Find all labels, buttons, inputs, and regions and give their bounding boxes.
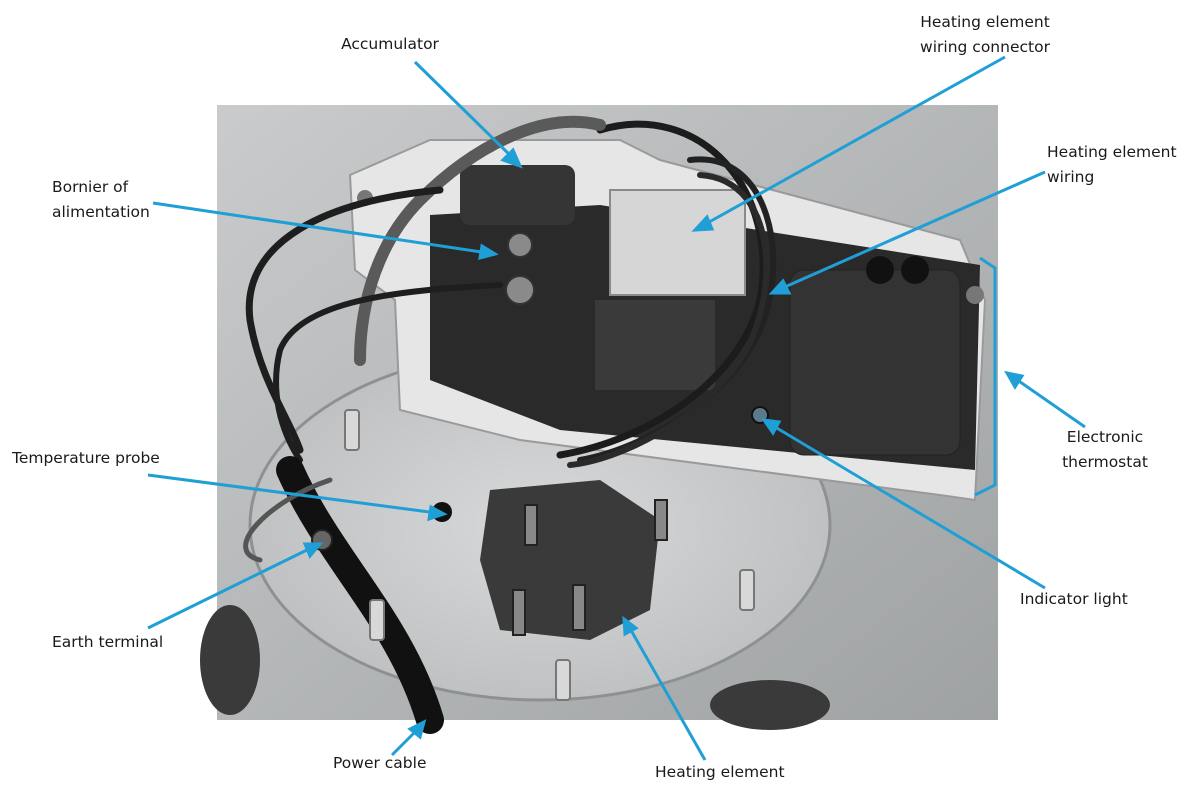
transformer-block	[789, 269, 961, 456]
label-accumulator: Accumulator	[341, 35, 439, 53]
accumulator-block	[460, 165, 575, 225]
wires	[243, 115, 777, 734]
label-temperature-probe: Temperature probe	[12, 449, 160, 467]
label-heating-element-wiring-connector: Heating element wiring connector	[920, 13, 1050, 56]
label-power-cable: Power cable	[333, 754, 427, 772]
heating-element-flange	[480, 480, 660, 640]
label-earth-terminal: Earth terminal	[52, 633, 164, 651]
label-heating-element-wiring: Heating element wiring	[1047, 143, 1177, 186]
leader-lines	[147, 55, 1086, 761]
thermostat-bracket	[974, 256, 997, 497]
relay-block	[595, 300, 715, 390]
label-indicator-light: Indicator light	[1020, 590, 1128, 608]
wiring-connector-block	[609, 189, 746, 296]
label-bornier-of-alimentation: Bornier of alimentation	[52, 178, 150, 221]
label-electronic-thermostat: Electronic thermostat	[1062, 428, 1148, 471]
label-heating-element: Heating element	[655, 763, 785, 781]
